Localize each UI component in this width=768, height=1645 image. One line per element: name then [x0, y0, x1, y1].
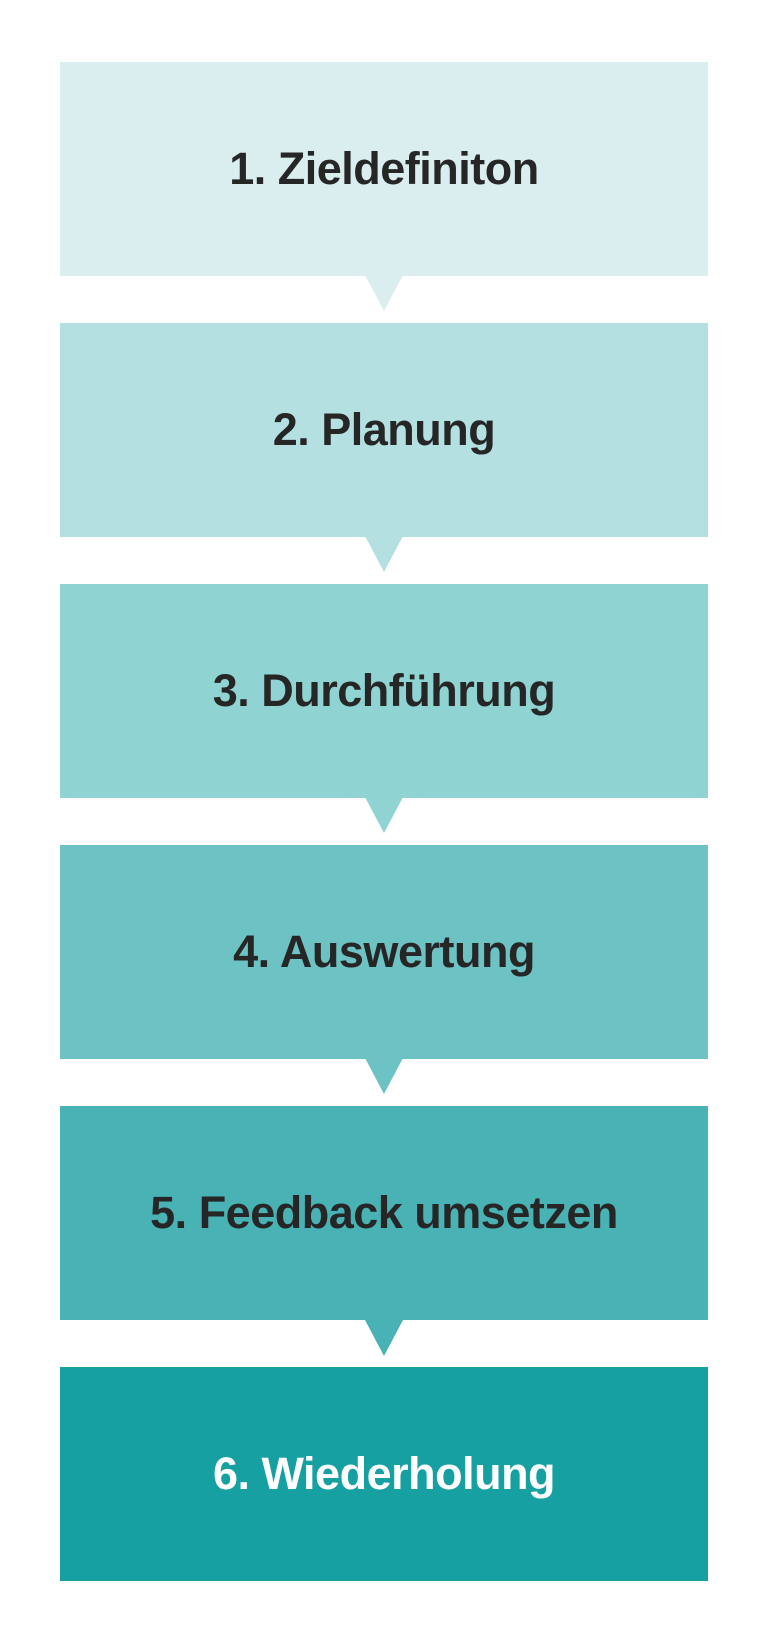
step-label: 1. Zieldefiniton: [229, 143, 539, 194]
step-label: 4. Auswertung: [233, 926, 535, 977]
down-arrow-icon: [365, 275, 403, 311]
step-box-4: 4. Auswertung: [60, 845, 708, 1059]
down-arrow-icon: [365, 1058, 403, 1094]
step-box-2: 2. Planung: [60, 323, 708, 537]
step-label: 5. Feedback umsetzen: [150, 1187, 618, 1238]
down-arrow-icon: [365, 536, 403, 572]
step-box-3: 3. Durchführung: [60, 584, 708, 798]
down-arrow-icon: [365, 797, 403, 833]
step-box-5: 5. Feedback umsetzen: [60, 1106, 708, 1320]
step-label: 6. Wiederholung: [212, 1448, 556, 1499]
step-label: 2. Planung: [272, 404, 496, 455]
down-arrow-icon: [365, 1320, 403, 1356]
step-label: 3. Durchführung: [212, 665, 556, 716]
step-box-6: 6. Wiederholung: [60, 1367, 708, 1581]
step-box-1: 1. Zieldefiniton: [60, 62, 708, 276]
